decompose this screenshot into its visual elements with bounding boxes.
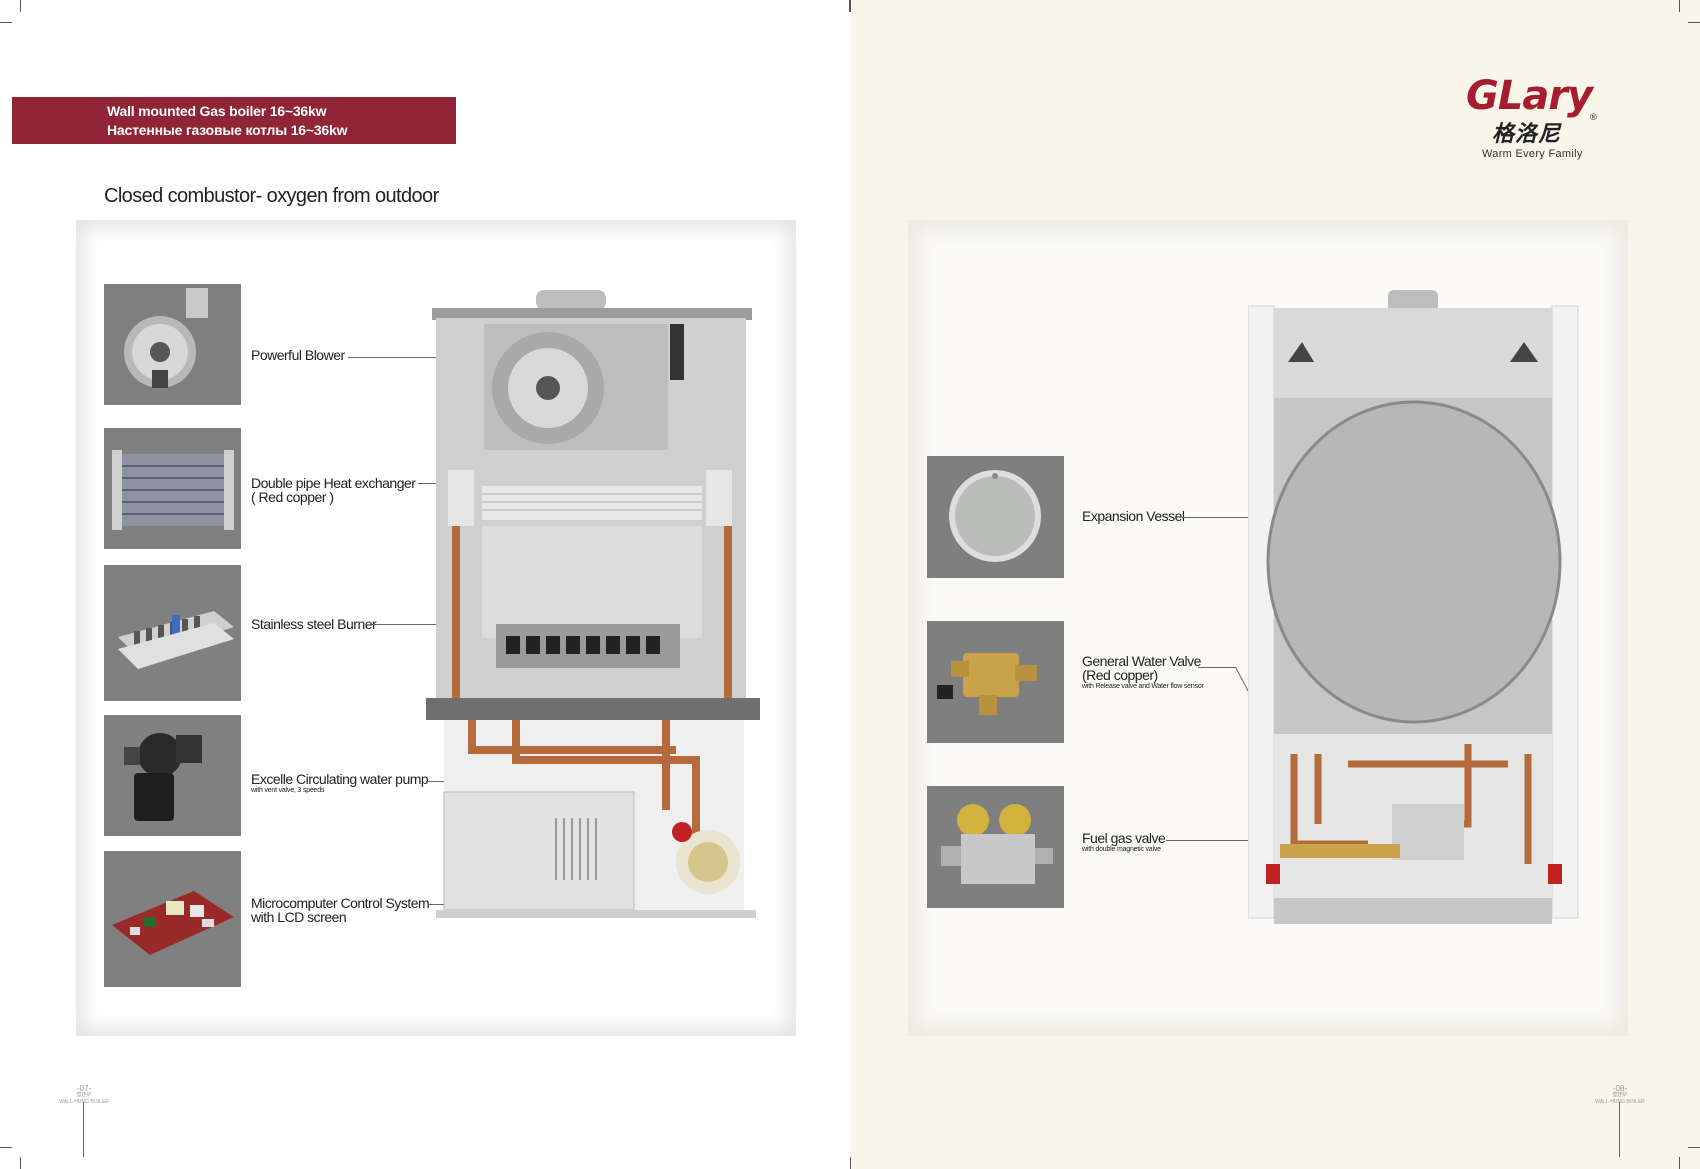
brand-name: GLary bbox=[1466, 73, 1593, 119]
leader-line bbox=[1166, 840, 1316, 841]
water-valve-label-material: (Red copper) bbox=[1082, 667, 1158, 683]
water-valve-label: General Water Valve (Red copper) with Re… bbox=[1082, 654, 1204, 691]
registered-mark: ® bbox=[1590, 112, 1597, 122]
expansion-vessel-thumbnail bbox=[927, 456, 1064, 578]
page-number-right-num: -08- bbox=[1612, 1084, 1628, 1093]
heat-exchanger-label-text: Double pipe Heat exchanger bbox=[251, 475, 416, 491]
crop-mark bbox=[0, 22, 12, 23]
pump-label-sub: with vent valve, 3 speeds bbox=[251, 787, 325, 794]
crop-mark bbox=[1688, 22, 1700, 23]
water-valve-thumbnail bbox=[927, 621, 1064, 743]
control-board-thumbnail bbox=[104, 851, 241, 987]
crop-mark bbox=[1688, 1147, 1700, 1148]
pump-label-text: Excelle Circulating water pump bbox=[251, 771, 429, 787]
burner-label: Stainless steel Burner bbox=[251, 616, 377, 632]
boiler-front-panel: Powerful Blower Double pipe Heat exchang… bbox=[76, 220, 796, 1036]
boiler-back-image bbox=[1248, 290, 1579, 924]
control-label-text: Microcomputer Control System bbox=[251, 895, 430, 911]
section-subtitle: Closed combustor- oxygen from outdoor bbox=[104, 185, 439, 207]
product-banner: Wall mounted Gas boiler 16~36kw Настенны… bbox=[12, 97, 456, 144]
page-number-left: -07- 壁挂炉 WALL-HUNG BOILER bbox=[56, 1085, 112, 1106]
heat-exchanger-label: Double pipe Heat exchanger ( Red copper … bbox=[251, 475, 416, 505]
water-valve-label-sub: with Release valve and Water flow sensor bbox=[1082, 683, 1204, 690]
burner-thumbnail bbox=[104, 565, 241, 701]
brand-logo: GLary 格洛尼 ® Warm Every Family bbox=[1466, 73, 1606, 160]
pump-thumbnail bbox=[104, 715, 241, 836]
crop-mark bbox=[20, 1157, 21, 1169]
crop-mark bbox=[0, 1147, 12, 1148]
crop-mark bbox=[850, 0, 851, 12]
pump-label: Excelle Circulating water pump with vent… bbox=[251, 771, 429, 795]
blower-label: Powerful Blower bbox=[251, 348, 345, 362]
gas-valve-label-sub: with double magnetic valve bbox=[1082, 846, 1161, 853]
page-rule bbox=[1619, 1102, 1620, 1157]
page-rule bbox=[83, 1102, 84, 1157]
crop-mark bbox=[849, 0, 850, 12]
gas-valve-thumbnail bbox=[927, 786, 1064, 908]
heat-exchanger-thumbnail bbox=[104, 428, 241, 549]
page-number-left-num: -07- bbox=[76, 1084, 92, 1093]
blower-thumbnail bbox=[104, 284, 241, 405]
expansion-vessel-label: Expansion Vessel bbox=[1082, 509, 1185, 523]
page-number-right-en: WALL-HUNG BOILER bbox=[1595, 1099, 1645, 1105]
leader-line bbox=[1182, 517, 1310, 518]
burner-label-text: Stainless steel Burner bbox=[251, 616, 377, 632]
crop-mark bbox=[1679, 0, 1680, 12]
page-number-right-cn: 壁挂炉 bbox=[1612, 1092, 1628, 1098]
banner-title-en: Wall mounted Gas boiler 16~36kw bbox=[107, 103, 327, 119]
crop-mark bbox=[1679, 1157, 1680, 1169]
control-label: Microcomputer Control System with LCD sc… bbox=[251, 895, 430, 925]
page-number-left-cn: 壁挂炉 bbox=[76, 1092, 92, 1098]
expansion-vessel-label-text: Expansion Vessel bbox=[1082, 508, 1185, 524]
brand-chinese: 格洛尼 bbox=[1492, 121, 1562, 146]
page-number-left-en: WALL-HUNG BOILER bbox=[59, 1099, 109, 1105]
gas-valve-label: Fuel gas valve with double magnetic valv… bbox=[1082, 830, 1166, 854]
gas-valve-label-text: Fuel gas valve bbox=[1082, 830, 1166, 846]
water-valve-label-text: General Water Valve bbox=[1082, 653, 1201, 669]
left-page: Wall mounted Gas boiler 16~36kw Настенны… bbox=[0, 0, 850, 1169]
blower-label-text: Powerful Blower bbox=[251, 347, 345, 363]
brand-tagline: Warm Every Family bbox=[1482, 148, 1583, 160]
page-number-right: -08- 壁挂炉 WALL-HUNG BOILER bbox=[1592, 1085, 1648, 1106]
leader-line bbox=[1198, 667, 1236, 668]
crop-mark bbox=[20, 0, 21, 12]
boiler-interior-image bbox=[426, 290, 760, 918]
control-label-lcd: with LCD screen bbox=[251, 909, 347, 925]
heat-exchanger-label-material: ( Red copper ) bbox=[251, 489, 334, 505]
boiler-back-panel: Expansion Vessel General Water Valve (Re… bbox=[908, 220, 1628, 1036]
crop-mark bbox=[850, 1157, 851, 1169]
banner-title-ru: Настенные газовые котлы 16~36kw bbox=[107, 122, 348, 138]
